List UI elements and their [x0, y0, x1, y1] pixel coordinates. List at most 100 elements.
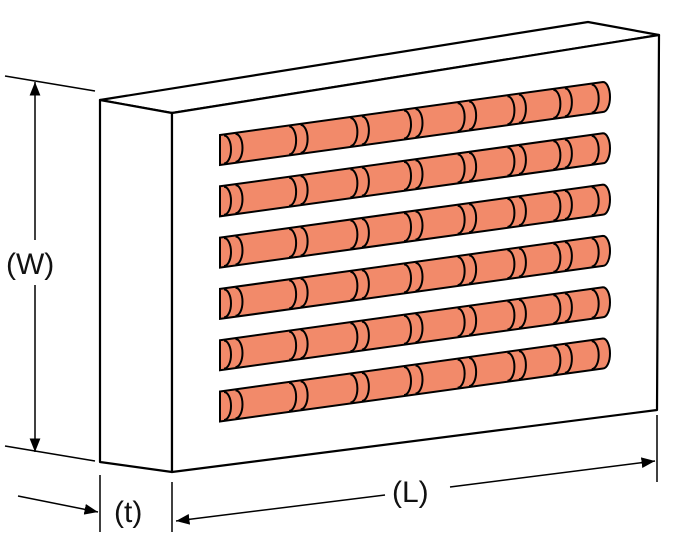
heat-pipe-segment-line — [300, 123, 309, 154]
heat-pipe-segment-line — [507, 95, 516, 126]
heat-pipe-segment-line — [223, 288, 232, 319]
heat-pipe-segment-line — [361, 115, 370, 146]
heat-pipe-segment-line — [553, 88, 562, 119]
heat-pipe-segment-line — [518, 196, 527, 227]
heat-pipe-segment-line — [468, 100, 478, 131]
heat-pipe-segment-line — [288, 381, 298, 412]
heat-pipe-segment-line — [553, 140, 562, 171]
heat-pipe-segment-line — [300, 175, 309, 206]
heat-pipe-segment-line — [300, 380, 309, 411]
heat-pipe-segment-line — [553, 191, 562, 222]
heat-pipe-segment-line — [288, 228, 298, 259]
heat-pipe — [219, 234, 611, 321]
heat-pipe-segment-line — [564, 292, 573, 323]
heat-pipe-segment-line — [415, 107, 424, 138]
heat-pipe-segment-line — [403, 366, 412, 397]
heat-pipe — [219, 183, 611, 269]
heat-pipe-segment-line — [591, 288, 600, 319]
heat-pipe-segment-line — [518, 350, 527, 381]
heat-pipe — [219, 80, 611, 167]
heat-pipe-segment-line — [564, 343, 573, 374]
heat-pipe-segment-line — [288, 330, 298, 361]
heat-pipe-segment-line — [457, 102, 466, 133]
heat-pipe-segment-line — [553, 294, 562, 325]
heat-pipe-segment-line — [518, 247, 527, 278]
heat-pipe-segment-line — [507, 146, 516, 177]
heat-pipe-segment-line — [350, 322, 359, 353]
length-label: (L) — [392, 476, 429, 509]
heat-pipe-segment-line — [468, 254, 478, 285]
heat-pipe-segment-line — [361, 371, 370, 402]
heat-pipe-segment-line — [415, 364, 424, 395]
heat-pipes — [219, 80, 611, 423]
heat-pipe-segment-line — [350, 168, 359, 199]
heat-pipe-segment-line — [564, 241, 573, 272]
heat-pipe-segment-line — [235, 286, 244, 317]
heat-pipe-segment-line — [300, 277, 309, 308]
heat-pipe-segment-line — [403, 160, 412, 191]
heat-pipe-segment-line — [300, 226, 309, 257]
heat-pipe-segment-line — [468, 357, 478, 388]
heat-pipe-segment-line — [468, 151, 478, 182]
heat-pipe-segment-line — [457, 256, 466, 287]
heat-pipe-segment-line — [223, 339, 232, 370]
heat-pipe-segment-line — [223, 237, 232, 268]
heat-pipe-segment-line — [235, 235, 244, 266]
width-extension-top — [4, 75, 96, 92]
heat-pipe-segment-line — [591, 134, 600, 165]
heat-pipe-segment-line — [235, 389, 244, 420]
heat-pipe-segment-line — [553, 242, 562, 273]
heat-pipe-segment-line — [223, 390, 232, 421]
heat-pipe-segment-line — [591, 340, 600, 371]
thickness-label: (t) — [114, 496, 142, 529]
heat-pipe-segment-line — [415, 159, 424, 190]
heat-pipe-segment-line — [507, 300, 516, 331]
heat-pipe-segment-line — [518, 298, 527, 329]
heat-pipe-segment-line — [288, 279, 298, 310]
heat-pipe-segment-line — [235, 132, 244, 163]
heat-pipe-segment-line — [235, 184, 244, 215]
heat-pipe-segment-line — [457, 307, 466, 338]
heat-pipe-segment-line — [350, 373, 359, 404]
heat-pipe-segment-line — [564, 138, 573, 169]
heat-pipe-segment-line — [457, 358, 466, 389]
heat-pipe-segment-line — [564, 189, 573, 220]
heat-pipe-segment-line — [457, 204, 466, 235]
heat-pipe-segment-line — [403, 314, 412, 345]
heat-pipe-segment-line — [350, 219, 359, 250]
heat-pipe-segment-line — [518, 93, 527, 124]
heat-pipe-segment-line — [564, 87, 573, 118]
heat-pipe-segment-line — [223, 134, 232, 165]
heat-pipe — [219, 286, 611, 372]
heat-pipe-segment-line — [591, 83, 600, 114]
heat-pipe-segment-line — [591, 186, 600, 217]
heat-pipe-segment-line — [507, 197, 516, 228]
heat-pipe-segment-line — [468, 203, 478, 234]
heat-pipe-segment-line — [415, 261, 424, 292]
heat-pipe-segment-line — [403, 263, 412, 294]
heat-pipe-segment-line — [350, 270, 359, 301]
heat-pipe-segment-line — [288, 176, 298, 207]
heat-pipe-segment-line — [223, 185, 232, 216]
heat-pipe-segment-line — [518, 144, 527, 175]
dimension-lines — [4, 75, 658, 532]
length-arrow-right — [449, 457, 656, 488]
thickness-arrow — [17, 495, 99, 515]
heat-pipe-segment-line — [403, 109, 412, 140]
heat-pipe-segment-line — [415, 210, 424, 241]
heat-pipe-segment-line — [403, 212, 412, 243]
heat-pipe-segment-line — [507, 351, 516, 382]
heat-pipe-segment-line — [468, 305, 478, 336]
heat-pipe-segment-line — [288, 125, 298, 156]
heat-pipe-segment-line — [553, 345, 562, 376]
heat-pipe-segment-line — [361, 166, 370, 197]
heat-pipe-segment-line — [350, 116, 359, 147]
heat-pipe-segment-line — [457, 153, 466, 184]
heat-pipe-segment-line — [361, 269, 370, 300]
heat-pipe-segment-line — [300, 329, 309, 360]
width-label: (W) — [6, 248, 54, 281]
heat-pipe-segment-line — [591, 237, 600, 268]
heat-pipe — [219, 132, 611, 218]
length-arrow-left — [175, 494, 386, 525]
